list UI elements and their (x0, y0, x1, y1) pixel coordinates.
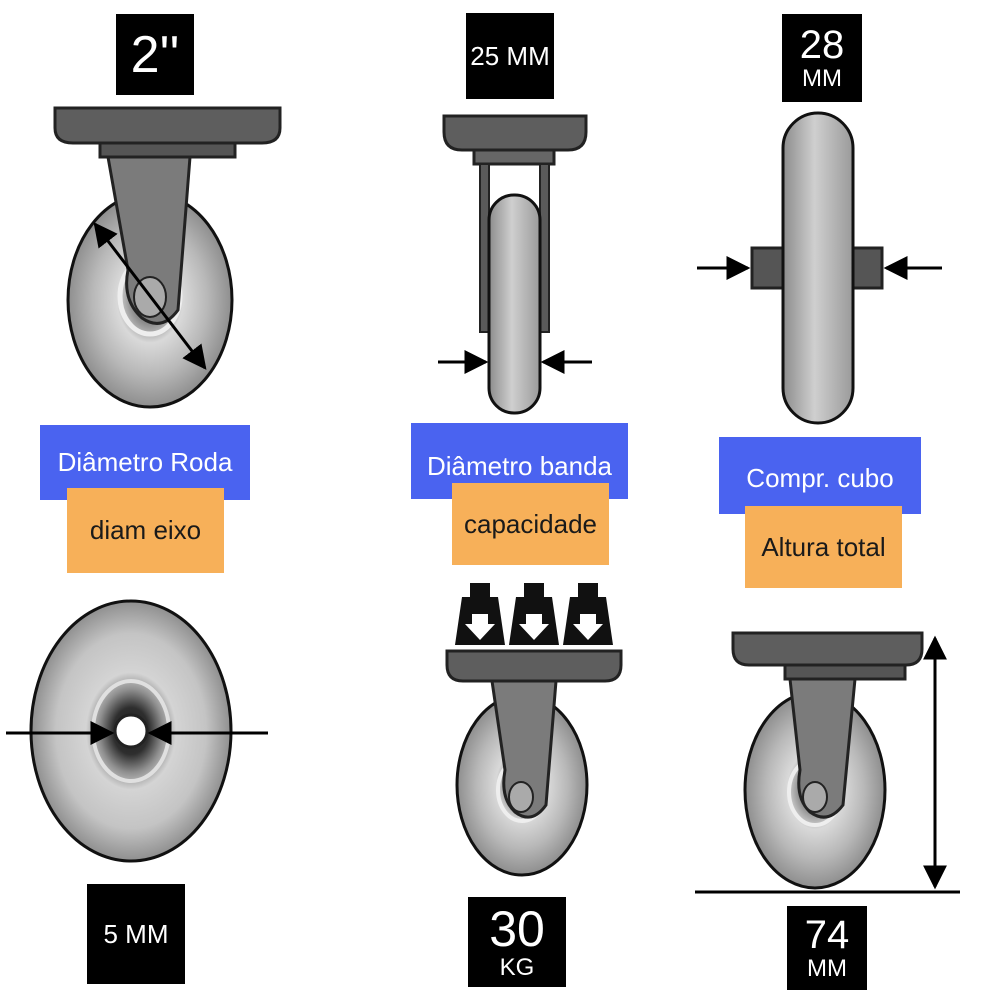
weight-icon (563, 583, 613, 645)
total-height-number: 74 (804, 913, 850, 957)
total-height-label: Altura total (745, 506, 902, 588)
capacity-number: 30 (489, 901, 545, 957)
axle-diameter-label: diam eixo (67, 488, 224, 573)
caster-capacity-icon (445, 583, 623, 877)
caster-height-icon (695, 631, 960, 894)
capacity-unit: KG (499, 954, 535, 981)
hub-length-label: Compr. cubo (719, 437, 921, 514)
wheel-diameter-value-text: 2'' (130, 25, 180, 84)
weight-icon (455, 583, 505, 645)
wheel-diameter-arrow-icon (93, 222, 207, 370)
band-width-value: 25 MM (466, 13, 554, 99)
wheel-diameter-label: Diâmetro Roda (40, 425, 250, 500)
wheel-front-icon (697, 111, 942, 425)
band-width-value-text: 25 MM (470, 41, 550, 71)
weight-icon (509, 583, 559, 645)
hub-length-value: 28 MM (782, 14, 862, 102)
capacity-label: capacidade (452, 483, 609, 565)
hub-length-unit: MM (802, 65, 842, 92)
capacity-value: 30 KG (468, 897, 566, 987)
total-height-value: 74 MM (787, 906, 867, 990)
total-height-unit: MM (807, 955, 847, 982)
axle-diameter-value-text: 5 MM (103, 919, 169, 949)
axle-diameter-value: 5 MM (87, 884, 185, 984)
hub-length-number: 28 (799, 23, 845, 67)
caster-side-icon (53, 106, 282, 409)
caster-front-icon (438, 114, 592, 415)
wheel-diameter-value: 2'' (116, 14, 194, 95)
wheel-face-icon (6, 599, 268, 863)
